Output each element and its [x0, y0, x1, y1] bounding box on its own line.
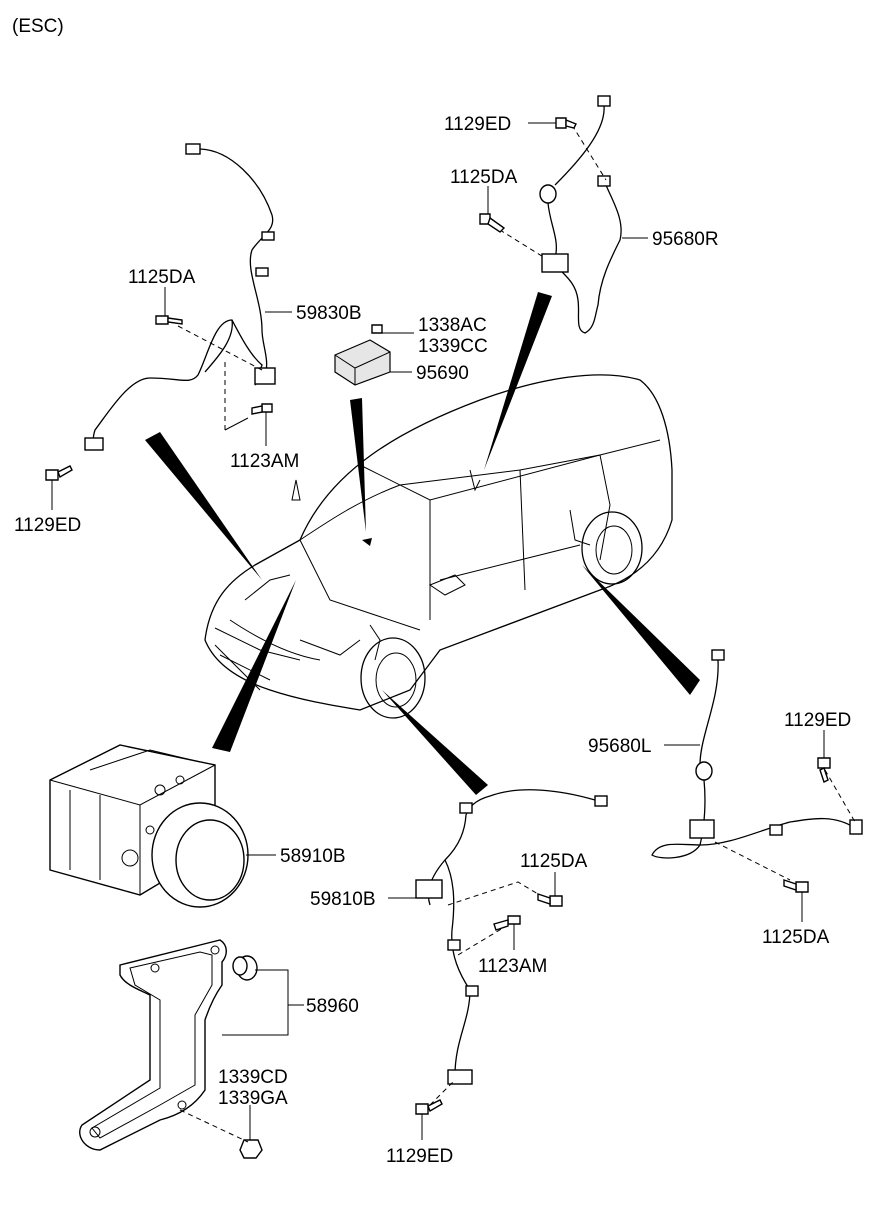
label-1129ed-b: 1129ED — [14, 515, 81, 536]
label-58910b: 58910B — [280, 846, 346, 867]
label-1125da-d: 1125DA — [762, 927, 830, 948]
variant-label: (ESC) — [12, 16, 64, 37]
label-95690: 95690 — [416, 363, 469, 384]
bolt-1129ed-a — [555, 117, 577, 129]
label-1129ed-d: 1129ED — [386, 1146, 453, 1167]
label-58960: 58960 — [306, 996, 359, 1017]
part-labels: 1129ED 1125DA 95680R 1125DA 59830B 1338A… — [14, 114, 851, 1167]
bolt-1129ed-d — [415, 1099, 443, 1115]
label-1123am-a: 1123AM — [230, 451, 299, 472]
label-1339cd: 1339CD — [218, 1067, 288, 1088]
label-59810b: 59810B — [310, 889, 376, 910]
sensor-95680r — [491, 95, 622, 334]
label-1339ga: 1339GA — [218, 1088, 288, 1109]
label-1339cc: 1339CC — [418, 336, 488, 357]
yaw-sensor-95690 — [334, 324, 391, 386]
bolt-1129ed-c — [817, 757, 831, 783]
label-1129ed-c: 1129ED — [784, 710, 851, 731]
label-1123am-b: 1123AM — [478, 956, 547, 977]
abs-module-58910b — [49, 744, 249, 908]
bracket-58960 — [79, 939, 263, 1159]
bolt-1123am-a — [251, 403, 273, 415]
bolt-1129ed-b — [45, 465, 73, 481]
sensor-59830b — [84, 143, 276, 451]
label-95680r: 95680R — [652, 229, 719, 250]
leader-lines — [51, 122, 825, 1140]
car-illustration — [204, 374, 673, 719]
sensor-59810b — [415, 789, 608, 1106]
bolt-1125da-d — [783, 879, 809, 893]
sensor-95680l — [651, 649, 863, 881]
bolt-1125da-b — [479, 213, 506, 233]
label-1125da-b: 1125DA — [128, 267, 196, 288]
bolt-1123am-b — [493, 915, 521, 931]
pointer-wedges — [145, 292, 700, 795]
label-1129ed-a: 1129ED — [444, 114, 511, 135]
label-59830b: 59830B — [296, 303, 362, 324]
bolt-1125da-a — [155, 315, 183, 325]
bolt-1125da-c — [537, 893, 563, 907]
label-1125da-c: 1125DA — [520, 851, 588, 872]
label-1125da-a: 1125DA — [450, 167, 518, 188]
label-1338ac: 1338AC — [418, 315, 487, 336]
label-95680l: 95680L — [588, 736, 651, 757]
